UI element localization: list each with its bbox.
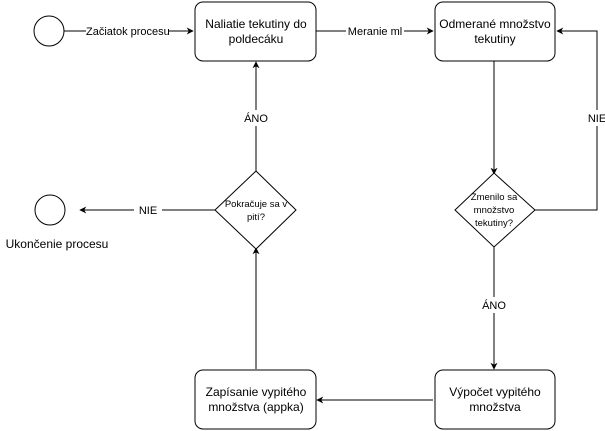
edge-label-no-left: NIE [139, 205, 157, 217]
node-pour[interactable]: Naliatie tekutiny do poldecáku [194, 1, 317, 62]
edge-label-yes-down: ÁNO [482, 299, 506, 312]
edge-label-measure: Meranie ml [348, 26, 402, 38]
end-node[interactable] [34, 194, 66, 226]
edge-label-no-right: NIE [588, 113, 605, 125]
node-measured-line2: tekutiny [474, 32, 515, 46]
node-pour-line2: poldecáku [229, 32, 284, 46]
start-label: Začiatok procesu [86, 26, 170, 38]
node-continue-decision[interactable]: Pokračuje sa v pití? [214, 170, 297, 250]
node-measured-line1: Odmerané množstvo [439, 17, 551, 31]
node-record-line2: množstva (appka) [208, 400, 303, 414]
node-changed-decision[interactable]: Zmenilo sa množstvo tekutiny? [454, 172, 536, 248]
edge-pour-to-measured: Meranie ml [316, 24, 434, 38]
node-measured[interactable]: Odmerané množstvo tekutiny [434, 1, 556, 62]
node-changed-line3: tekutiny? [475, 218, 513, 229]
edge-changed-yes: ÁNO [480, 247, 508, 370]
node-continue-line1: Pokračuje sa v [225, 199, 288, 210]
edge-continue-yes: ÁNO [242, 61, 270, 171]
edge-continue-no: NIE [79, 203, 215, 218]
node-continue-line2: pití? [247, 212, 265, 223]
node-calc-line1: Výpočet vypitého [449, 385, 541, 399]
node-record[interactable]: Zapísanie vypitého množstva (appka) [194, 369, 317, 430]
end-label: Ukončenie procesu [6, 237, 109, 251]
start-node[interactable] [33, 15, 65, 47]
edge-start-to-pour: Začiatok procesu [64, 24, 194, 38]
node-calc[interactable]: Výpočet vypitého množstva [434, 369, 556, 430]
node-record-line1: Zapísanie vypitého [206, 385, 307, 399]
node-changed-line2: množstvo [474, 205, 515, 216]
edge-label-yes-up: ÁNO [244, 112, 268, 125]
node-calc-line2: množstva [469, 400, 521, 414]
node-pour-line1: Naliatie tekutiny do [205, 17, 307, 31]
node-changed-line1: Zmenilo sa [471, 192, 518, 203]
edge-changed-no-loop: NIE [535, 27, 605, 211]
